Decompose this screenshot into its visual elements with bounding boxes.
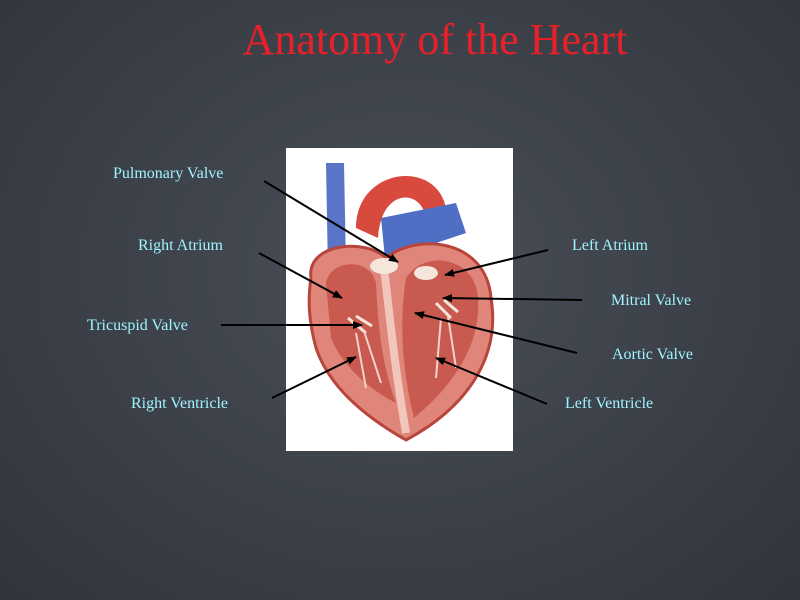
septum-shape [380,267,410,434]
right-chambers-shape [326,264,396,403]
slide-title: Anatomy of the Heart [242,15,628,64]
label-pulmonary-valve: Pulmonary Valve [113,165,224,182]
label-left-atrium: Left Atrium [572,237,648,254]
heart-illustration [286,148,513,451]
heart-cross-section-image [307,163,495,442]
chordae-shape [355,315,457,389]
arrow-left-atrium [444,249,549,277]
arrow-right-atrium [258,252,343,299]
aortic-valve-shape [414,266,438,280]
arrow-right-ventricle [271,356,357,399]
label-left-ventricle: Left Ventricle [565,395,654,412]
vena-cava-shape [326,163,346,273]
label-tricuspid-valve: Tricuspid Valve [87,317,188,334]
arrow-left-ventricle [435,357,548,405]
label-right-atrium: Right Atrium [138,237,223,254]
label-mitral-valve: Mitral Valve [611,292,692,309]
label-aortic-valve: Aortic Valve [612,346,694,363]
arrow-pulmonary-valve [263,180,399,263]
arrow-aortic-valve [414,311,578,354]
left-chambers-shape [402,260,479,418]
aorta-shape [356,175,446,238]
arrow-mitral-valve [442,294,583,303]
label-right-ventricle: Right Ventricle [131,395,229,412]
